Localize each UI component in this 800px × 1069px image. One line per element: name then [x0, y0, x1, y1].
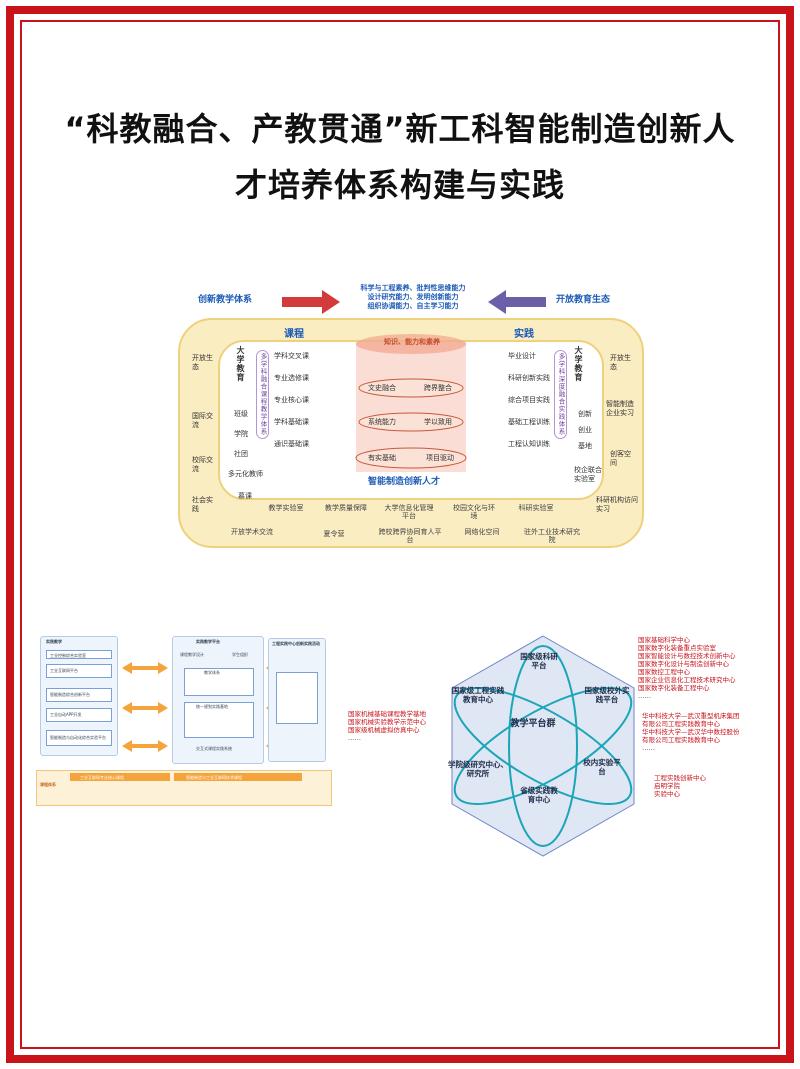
- practice-item: 基础工程训练: [508, 418, 550, 426]
- left-panel-item: 智能制造综合创新平台: [50, 692, 90, 697]
- left-outer-item: 校际交流: [192, 456, 213, 473]
- platform-node: 校内实验平台: [583, 758, 621, 776]
- right-inner-item: 创业: [578, 426, 592, 434]
- practice-item: 科研创新实践: [508, 374, 550, 382]
- center-item-5: 有实基础: [368, 454, 396, 462]
- course-item: 专业核心课: [274, 396, 309, 404]
- bottom-group-label: 工业互联网专业核心课程: [80, 775, 124, 780]
- left-inner-item: 社团: [234, 450, 248, 458]
- center-item-1: 文史融合: [368, 384, 396, 392]
- course-title: 课程: [284, 329, 304, 340]
- left-panel-item: 工业控制综合实验室: [50, 653, 86, 658]
- right-panel-title: 工程实践中心创新实践活动: [272, 641, 320, 646]
- bottom-group-label: 智能制造与工业互联网技术课程: [186, 775, 242, 780]
- platform-node: 国家级科研平台: [520, 652, 558, 670]
- multi-practice-system: 多学科深度融合实践体系: [554, 350, 567, 439]
- bottom-panel-title: 课程体系: [40, 782, 56, 787]
- platform-node: 国家级工程实践教育中心: [451, 686, 505, 704]
- bottom-inner-item: 大学信息化管理平台: [384, 504, 434, 520]
- right-outer-item: 智能制造企业实习: [606, 400, 634, 417]
- multi-course-system: 多学科融合课程教学体系: [256, 350, 269, 439]
- left-outer-item: 社会实践: [192, 496, 213, 513]
- middle-panel-item: 学生组织: [232, 652, 248, 657]
- platform-node: 国家级校外实践平台: [584, 686, 630, 704]
- center-item-4: 学以致用: [424, 418, 452, 426]
- practice-title: 实践: [514, 329, 534, 340]
- title-line-1: “科教融合、产教贯通”新工科智能制造创新人: [64, 110, 736, 148]
- middle-panel-title: 实践教学平台: [196, 639, 220, 644]
- right-header: 开放教育生态: [556, 295, 611, 305]
- right-outer-item: 开放生态: [610, 354, 631, 371]
- middle-panel-item: 交互式课程实践系统: [196, 746, 232, 751]
- center-item-6: 项目驱动: [426, 454, 454, 462]
- top-center-goals: 科学与工程素养、批判性思维能力 设计研究能力、发明创新能力 组织协调能力、自主学…: [360, 284, 466, 310]
- middle-panel-item: 课程教学设计: [180, 652, 204, 657]
- inner-frame: [20, 20, 780, 1049]
- course-item: 专业选修课: [274, 374, 309, 382]
- center-item-3: 系统能力: [368, 418, 396, 426]
- left-inner-item: 班级: [234, 410, 248, 418]
- bottom-inner-item: 教学实验室: [268, 504, 304, 512]
- middle-panel-item: 统一规划实践基地: [196, 704, 228, 709]
- talent-cylinder: [355, 334, 467, 472]
- right-outer-item: 创客空间: [610, 450, 631, 467]
- talent-system-diagram: 创新教学体系 科学与工程素养、批判性思维能力 设计研究能力、发明创新能力 组织协…: [178, 280, 644, 548]
- center-item-2: 跨界整合: [424, 384, 452, 392]
- bottom-inner-item: 校园文化与环境: [453, 504, 495, 520]
- bottom-outer-item: 夏令营: [323, 530, 345, 538]
- right-inner-item: 创新: [578, 410, 592, 418]
- bottom-inner-item: 科研实验室: [518, 504, 554, 512]
- left-panel-title: 实践教学: [46, 639, 62, 644]
- teaching-platform-group-diagram: 教学平台群 国家级科研平台 国家级校外实践平台 国家级工程实践教育中心 学院级研…: [348, 630, 790, 862]
- bottom-outer-item: 网络化空间: [464, 528, 500, 536]
- outer-frame: [6, 6, 794, 1063]
- red-list-left: 国家机械基础课程教学基地 国家机械实验教学示范中心 国家级机械虚拟仿真中心 ……: [348, 710, 426, 742]
- platform-hexagon-graphic: [451, 635, 635, 857]
- university-edu-right: 大学教育: [574, 346, 583, 382]
- course-item: 学科交叉课: [274, 352, 309, 360]
- left-panel-item: 工业互联网平台: [50, 668, 78, 673]
- university-edu-left: 大学教育: [236, 346, 245, 382]
- practice-item: 毕业设计: [508, 352, 536, 360]
- practice-item: 综合项目实践: [508, 396, 550, 404]
- right-inner-item: 校企联合实验室: [574, 466, 602, 483]
- title-line-2: 才培养体系构建与实践: [234, 166, 565, 204]
- left-outer-item: 开放生态: [192, 354, 213, 371]
- right-arrow-icon: [282, 290, 340, 314]
- left-inner-item: 慕课: [238, 492, 252, 500]
- course-item: 学科基础课: [274, 418, 309, 426]
- center-bottom: 智能制造创新人才: [368, 477, 441, 487]
- practice-platform-diagram: 实践教学 工业控制综合实验室 工业互联网平台 智能制造综合创新平台 工业自动AP…: [36, 632, 336, 810]
- red-list-bottom: 工程实践创新中心 启明学院 实验中心: [654, 774, 706, 798]
- left-inner-item: 多元化教师: [228, 470, 263, 478]
- red-list-top: 国家基础科学中心 国家数字化装备重点实验室 国家智能设计与数控技术创新中心 国家…: [638, 636, 736, 700]
- platform-node: 学院级研究中心、研究所: [448, 760, 508, 778]
- course-item: 通识基础课: [274, 440, 309, 448]
- practice-item: 工程认知训练: [508, 440, 550, 448]
- left-arrow-icon: [488, 290, 546, 314]
- right-inner-item: 基地: [578, 442, 592, 450]
- platform-node: 省级实践教育中心: [520, 786, 558, 804]
- center-top: 知识、能力和素养: [384, 338, 440, 346]
- red-list-middle: 华中科技大学—武汉重型机床集团 有限公司工程实践教育中心 华中科技大学—武汉华中…: [642, 712, 740, 752]
- left-panel-item: 工业自动APP开发: [50, 712, 82, 717]
- platform-center: 教学平台群: [510, 719, 556, 729]
- bottom-outer-item: 跨校跨界协同育人平台: [378, 528, 442, 544]
- middle-panel-item: 教学体系: [204, 670, 220, 675]
- middle-panel: [172, 636, 264, 764]
- bottom-outer-item: 开放学术交流: [231, 528, 273, 536]
- bottom-inner-item: 教学质量保障: [325, 504, 367, 512]
- left-panel-item: 智能制造与自动化综合实验平台: [50, 735, 106, 740]
- left-header: 创新教学体系: [198, 295, 253, 305]
- flow-arrows-icon: [122, 662, 168, 752]
- left-inner-item: 学院: [234, 430, 248, 438]
- bottom-outer-item: 驻外工业技术研究院: [524, 528, 580, 544]
- left-outer-item: 国际交流: [192, 412, 213, 429]
- right-outer-item: 科研机构访问实习: [596, 496, 638, 513]
